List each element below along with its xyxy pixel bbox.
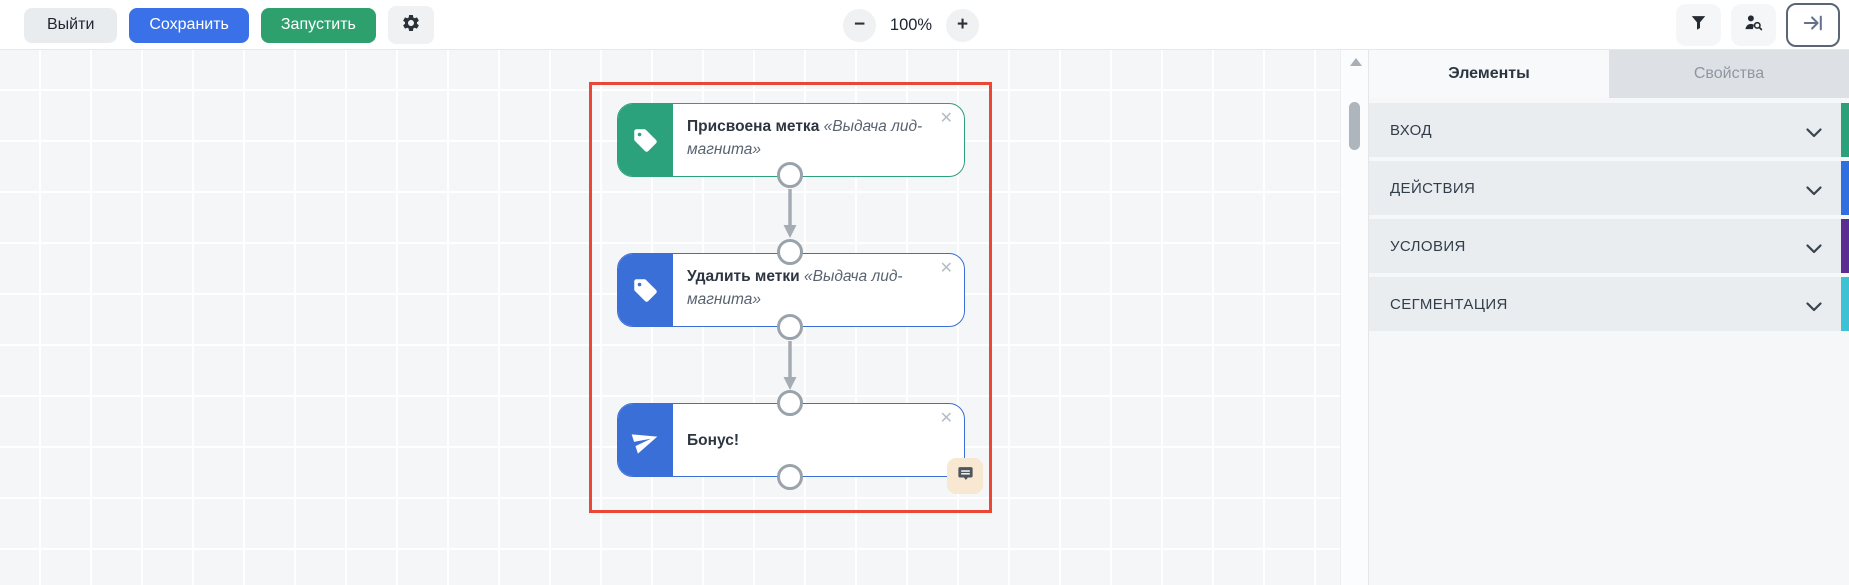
category-color-strip — [1841, 219, 1849, 273]
chevron-down-icon — [1806, 299, 1822, 317]
gear-icon — [401, 13, 421, 38]
connector-port[interactable] — [777, 390, 803, 416]
edge-arrow — [780, 189, 800, 238]
section-segmentatsiya[interactable]: СЕГМЕНТАЦИЯ — [1369, 277, 1849, 331]
zoom-level: 100% — [889, 15, 933, 34]
toolbar-left-group: Выйти Сохранить Запустить — [24, 0, 434, 50]
note-icon — [956, 464, 975, 488]
user-search-button[interactable] — [1731, 4, 1776, 46]
tag-icon — [618, 104, 673, 176]
connector-port[interactable] — [777, 314, 803, 340]
note-badge[interactable] — [947, 458, 983, 494]
user-search-icon — [1743, 12, 1764, 38]
section-vhod[interactable]: ВХОД — [1369, 103, 1849, 157]
canvas-scrollbar[interactable] — [1340, 50, 1368, 585]
connector-port[interactable] — [777, 464, 803, 490]
exit-button[interactable]: Выйти — [24, 7, 118, 43]
category-color-strip — [1841, 277, 1849, 331]
connector-port[interactable] — [777, 162, 803, 188]
toolbar: Выйти Сохранить Запустить − 100% + — [0, 0, 1849, 50]
tab-elements[interactable]: Элементы — [1369, 50, 1609, 98]
settings-button[interactable] — [387, 6, 434, 44]
toolbar-right-group — [1676, 0, 1840, 50]
close-icon[interactable]: ✕ — [939, 410, 953, 427]
element-categories: ВХОД ДЕЙСТВИЯ УСЛОВИЯ — [1369, 103, 1849, 331]
chevron-down-icon — [1806, 183, 1822, 201]
edge-arrow — [780, 341, 800, 390]
section-usloviya[interactable]: УСЛОВИЯ — [1369, 219, 1849, 273]
save-button[interactable]: Сохранить — [129, 7, 249, 43]
tag-icon — [618, 254, 673, 326]
flow-canvas[interactable]: Присвоена метка «Выдача лид-магнита» ✕ У… — [0, 50, 1340, 585]
connector-port[interactable] — [777, 239, 803, 265]
category-color-strip — [1841, 103, 1849, 157]
zoom-in-button[interactable]: + — [946, 8, 979, 42]
zoom-controls: − 100% + — [843, 0, 979, 50]
arrow-to-bar-icon — [1802, 12, 1824, 39]
section-deystviya[interactable]: ДЕЙСТВИЯ — [1369, 161, 1849, 215]
filter-icon — [1689, 13, 1708, 37]
chevron-down-icon — [1806, 125, 1822, 143]
tab-properties[interactable]: Свойства — [1609, 50, 1849, 98]
collapse-panel-button[interactable] — [1786, 3, 1840, 47]
category-color-strip — [1841, 161, 1849, 215]
sidebar-tabs: Элементы Свойства — [1369, 50, 1849, 98]
close-icon[interactable]: ✕ — [939, 260, 953, 277]
node-label: Бонус! — [687, 431, 739, 449]
scroll-up-icon[interactable] — [1350, 58, 1362, 66]
run-button[interactable]: Запустить — [260, 7, 376, 43]
close-icon[interactable]: ✕ — [939, 110, 953, 127]
sidebar: Элементы Свойства ВХОД ДЕЙСТВИЯ УСЛОВИЯ — [1368, 50, 1849, 585]
send-icon — [618, 404, 673, 476]
zoom-out-button[interactable]: − — [843, 8, 876, 42]
filter-button[interactable] — [1676, 4, 1721, 46]
scrollbar-thumb[interactable] — [1349, 102, 1360, 150]
node-label: Удалить метки «Выдача лид-магнита» — [687, 268, 903, 308]
chevron-down-icon — [1806, 241, 1822, 259]
node-label: Присвоена метка «Выдача лид-магнита» — [687, 118, 923, 158]
